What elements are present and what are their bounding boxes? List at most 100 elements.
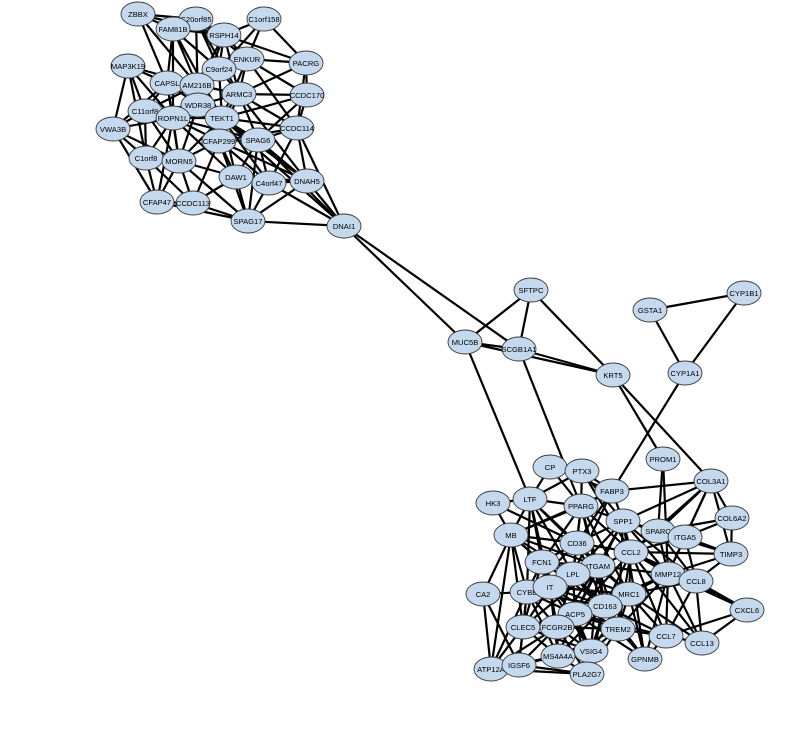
node-dnah5[interactable]: DNAH5 (289, 168, 325, 194)
node-ca2[interactable]: CA2 (465, 581, 501, 607)
node-mrc1[interactable]: MRC1 (611, 581, 647, 607)
node-ccl13[interactable]: CCL13 (684, 630, 720, 656)
node-label: ACP5 (565, 610, 585, 619)
edge-dnai1-scgb1a1 (342, 224, 521, 351)
node-ropn1l[interactable]: ROPN1L (155, 105, 191, 131)
node-shape (540, 643, 576, 669)
node-shape (288, 50, 324, 76)
node-capsl[interactable]: CAPSL (149, 70, 185, 96)
node-shape (155, 105, 191, 131)
node-vsig4[interactable]: VSIG4 (573, 638, 609, 664)
node-label: CD36 (567, 539, 586, 548)
node-ccdc170[interactable]: CCDC170 (289, 82, 325, 108)
node-label: SPAG6 (246, 136, 271, 145)
node-map3k19[interactable]: MAP3K19 (110, 53, 146, 79)
node-cxcl6[interactable]: CXCL6 (729, 597, 765, 623)
node-zbbx[interactable]: ZBBX (120, 1, 156, 27)
node-cfap299[interactable]: CFAP299 (201, 128, 237, 154)
node-shape (180, 92, 216, 118)
node-ptx3[interactable]: PTX3 (564, 458, 600, 484)
node-timp3[interactable]: TIMP3 (713, 541, 749, 567)
node-lpl[interactable]: LPL (555, 561, 591, 587)
node-ms4a4a[interactable]: MS4A4A (540, 643, 576, 669)
node-cfap47[interactable]: CFAP47 (139, 189, 175, 215)
node-c1orf87[interactable]: C1orf8 (128, 145, 164, 171)
node-shape (120, 1, 156, 27)
edge-sftpc-krt5 (529, 288, 615, 377)
node-dnai1[interactable]: DNAI1 (326, 213, 362, 239)
node-vwa3b[interactable]: VWA3B (95, 116, 131, 142)
node-ccl8[interactable]: CCL8 (678, 568, 714, 594)
node-shape (475, 490, 511, 516)
node-rsph14[interactable]: RSPH14 (206, 22, 242, 48)
node-ccdc113[interactable]: CCDC113 (175, 190, 211, 216)
node-c9orf24[interactable]: C9orf24 (201, 56, 237, 82)
node-itgb2[interactable]: IT (532, 574, 568, 600)
node-label: SPAG17 (234, 217, 263, 226)
node-ltf[interactable]: LTF (512, 486, 548, 512)
node-label: COL3A1 (696, 477, 725, 486)
node-enkur[interactable]: ENKUR (229, 46, 265, 72)
node-daw1[interactable]: DAW1 (218, 164, 254, 190)
node-label: CYBB (517, 588, 538, 597)
node-morn5[interactable]: MORN5 (161, 148, 197, 174)
node-trem2[interactable]: TREM2 (600, 616, 636, 642)
node-krt5[interactable]: KRT5 (595, 362, 631, 388)
node-clec5a[interactable]: CLEC5 (505, 614, 541, 640)
node-label: PACRG (293, 59, 320, 68)
node-scgb1a1[interactable]: SCGB1A1 (501, 336, 537, 362)
node-ccl7[interactable]: CCL7 (648, 623, 684, 649)
edge-ca2-atp12a (481, 592, 493, 671)
node-fam81b[interactable]: FAM81B (155, 16, 191, 42)
node-label: CP (545, 463, 556, 472)
node-gsta1[interactable]: GSTA1 (632, 297, 668, 323)
node-col6a2[interactable]: COL6A2 (714, 505, 750, 531)
node-cyp1a1[interactable]: CYP1A1 (667, 360, 703, 386)
node-c1orf158[interactable]: C1orf158 (246, 6, 282, 32)
node-label: MRC1 (618, 590, 640, 599)
node-spp1[interactable]: SPP1 (605, 508, 641, 534)
node-c4orf47[interactable]: C4orf47 (251, 170, 287, 196)
node-fcn1[interactable]: FCN1 (524, 549, 560, 575)
node-label: CXCL6 (735, 606, 759, 615)
node-atp12a[interactable]: ATP12A (473, 656, 509, 682)
node-label: GSTA1 (638, 306, 662, 315)
node-fcgr2b[interactable]: FCGR2B (539, 614, 575, 640)
node-sftpc[interactable]: SFTPC (513, 277, 549, 303)
edge-zbbx-tmem216b (136, 12, 199, 87)
node-gpnmb[interactable]: GPNMB (627, 646, 663, 672)
node-cyp1b1[interactable]: CYP1B1 (726, 280, 762, 306)
node-label: HK3 (486, 499, 501, 508)
node-ccdc114[interactable]: CCDC114 (279, 115, 315, 141)
node-mb[interactable]: MB (493, 522, 529, 548)
node-spag6[interactable]: SPAG6 (240, 127, 276, 153)
node-muc5b[interactable]: MUC5B (447, 329, 483, 355)
node-mmp12[interactable]: MMP12 (650, 561, 686, 587)
node-pla2g7[interactable]: PLA2G7 (569, 661, 605, 687)
node-label: TREM2 (605, 625, 631, 634)
node-shape (161, 148, 197, 174)
node-shape (611, 581, 647, 607)
node-tekt1[interactable]: TEKT1 (204, 105, 240, 131)
node-armc3[interactable]: ARMC3 (221, 81, 257, 107)
node-pacrg[interactable]: PACRG (288, 50, 324, 76)
node-shape (218, 164, 254, 190)
node-itga5[interactable]: ITGA5 (667, 524, 703, 550)
node-label: CCL2 (621, 548, 640, 557)
node-cd36[interactable]: CD36 (559, 530, 595, 556)
node-hk3[interactable]: HK3 (475, 490, 511, 516)
node-pparg[interactable]: PPARG (563, 493, 599, 519)
node-shape (246, 6, 282, 32)
node-prom1[interactable]: PROM1 (645, 446, 681, 472)
node-col3a1[interactable]: COL3A1 (693, 468, 729, 494)
node-spag17[interactable]: SPAG17 (230, 208, 266, 234)
node-igsf6[interactable]: IGSF6 (501, 652, 537, 678)
node-label: SFTPC (519, 286, 544, 295)
node-fabp3[interactable]: FABP3 (594, 478, 630, 504)
node-ccl2[interactable]: CCL2 (613, 539, 649, 565)
node-label: DAW1 (225, 173, 247, 182)
node-wdr38[interactable]: WDR38 (180, 92, 216, 118)
node-cd163[interactable]: CD163 (587, 593, 623, 619)
node-cp[interactable]: CP (532, 454, 568, 480)
